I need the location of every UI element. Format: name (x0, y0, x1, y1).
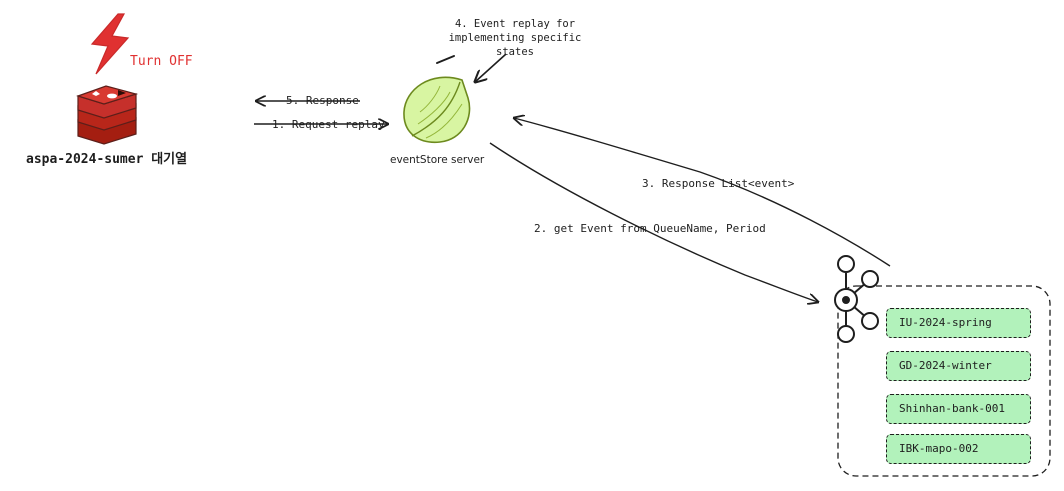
queue-container (837, 285, 1051, 477)
request-replay-label: 1. Request replay (272, 118, 385, 131)
lightning-bolt-icon (90, 13, 130, 75)
get-event-label: 2. get Event from QueueName, Period (534, 222, 766, 235)
kafka-icon (834, 255, 879, 343)
response-list-label: 3. Response List<event> (642, 177, 795, 190)
redis-caption: aspa-2024-sumer 대기열 (26, 152, 188, 167)
redis-icon (76, 85, 139, 145)
redis-status-label: Turn OFF (130, 54, 193, 69)
event-store-caption: eventStore server (390, 154, 485, 166)
response-list-arrow (514, 118, 891, 267)
note-dash (436, 55, 455, 64)
queue-item: IBK-mapo-002 (886, 434, 1031, 464)
queue-item: GD-2024-winter (886, 351, 1031, 381)
spring-leaf-icon (403, 76, 471, 143)
response-label: 5. Response (286, 94, 359, 107)
queue-item: IU-2024-spring (886, 308, 1031, 338)
event-replay-note: 4. Event replay for implementing specifi… (448, 18, 582, 58)
note-arrow (475, 53, 507, 82)
queue-item: Shinhan-bank-001 (886, 394, 1031, 424)
get-event-arrow (489, 142, 818, 302)
